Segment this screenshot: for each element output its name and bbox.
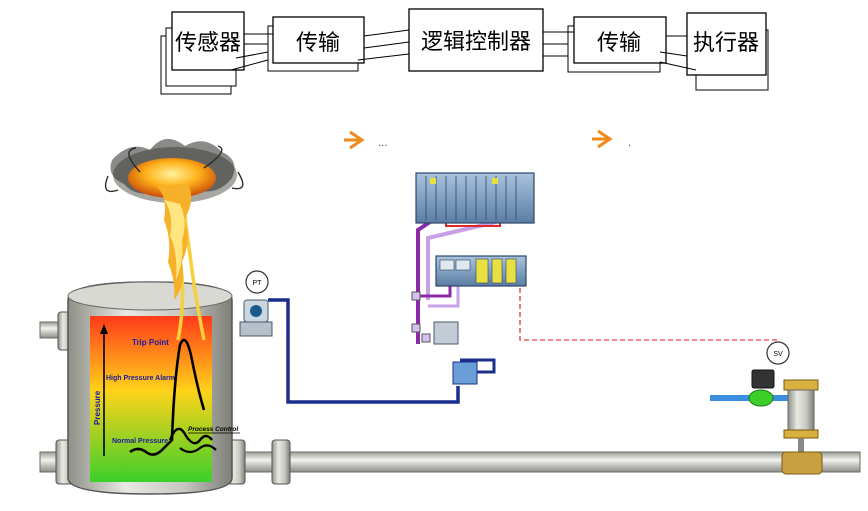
pressure-axis-label: Pressure (93, 390, 102, 425)
control-valve (781, 379, 823, 475)
transmit-box-2: 传输 (567, 16, 667, 73)
arrow-2: . (592, 129, 631, 149)
signal-wiring (268, 200, 779, 404)
arrow-1-text: ... (378, 138, 388, 149)
flow-chain: 传感器 传输 逻辑控制器 传输 执行器 (160, 8, 769, 95)
logic-controller-rack (411, 172, 535, 385)
flow-connectors (230, 29, 697, 71)
solenoid-valve: SV (710, 341, 790, 407)
sensor-label: 传感器 (175, 31, 241, 56)
actuator-label: 执行器 (693, 31, 759, 56)
normal-pressure-label: Normal Pressure (112, 438, 168, 445)
sv-tag: SV (773, 351, 783, 358)
explosion-fire-icon (104, 138, 244, 300)
arrow-1: ... (344, 130, 388, 150)
sensor-box: 传感器 (160, 11, 245, 95)
process-control-label: Process Control (188, 426, 238, 433)
pressure-transmitter: PT (239, 270, 273, 337)
transmit-label-2: 传输 (597, 31, 641, 56)
actuator-box: 执行器 (686, 12, 769, 91)
controller-label: 逻辑控制器 (421, 30, 531, 55)
arrow-2-text: . (628, 138, 631, 149)
controller-box: 逻辑控制器 (408, 8, 544, 72)
transmit-label-1: 传输 (296, 31, 340, 56)
high-pressure-alarm-label: High Pressure Alarm (106, 375, 175, 382)
pt-tag: PT (253, 280, 263, 287)
trip-point-label: Trip Point (132, 338, 169, 347)
pressure-vessel: Pressure Trip Point High Pressure Alarm … (67, 203, 240, 495)
transmit-box-1: 传输 (267, 16, 365, 72)
